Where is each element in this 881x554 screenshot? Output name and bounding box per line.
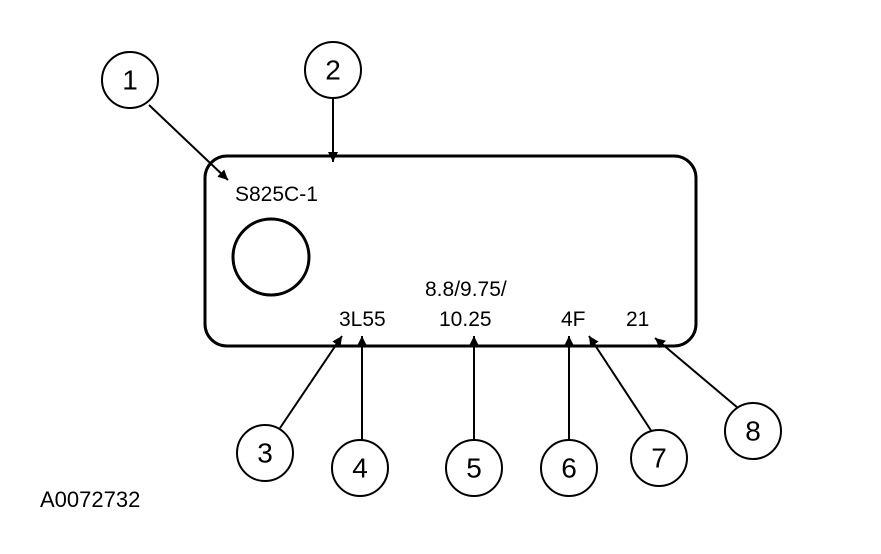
callout-5: 5 <box>445 439 503 497</box>
ratio-line2-text: 10.25 <box>439 308 492 331</box>
identification-tag-outline <box>203 154 698 348</box>
ratio-line1-text: 8.8/9.75/ <box>425 278 507 301</box>
leader-arrow-3 <box>279 335 343 429</box>
leader-arrow-7 <box>588 335 653 433</box>
callout-4: 4 <box>331 439 389 497</box>
leader-arrow-1 <box>148 104 229 181</box>
callout-8-number: 8 <box>745 415 761 446</box>
callout-7: 7 <box>630 429 688 487</box>
callout-2-number: 2 <box>325 54 341 85</box>
leader-arrow-8 <box>654 337 739 409</box>
callout-6-number: 6 <box>561 452 577 483</box>
callout-4-number: 4 <box>352 452 368 483</box>
callout-6: 6 <box>540 439 598 497</box>
callout-1-number: 1 <box>122 64 138 95</box>
code-21-text: 21 <box>626 308 649 331</box>
part-number-text: S825C-1 <box>235 183 318 206</box>
figure-id: A0072732 <box>40 487 140 512</box>
code-3l55-text: 3L55 <box>339 308 386 331</box>
callout-1: 1 <box>101 51 159 109</box>
callout-8: 8 <box>724 402 782 460</box>
callout-2: 2 <box>304 41 362 99</box>
callout-7-number: 7 <box>651 442 667 473</box>
callout-3: 3 <box>236 424 294 482</box>
mounting-hole <box>231 217 311 297</box>
code-4f-text: 4F <box>561 308 586 331</box>
callout-3-number: 3 <box>257 437 273 468</box>
callout-5-number: 5 <box>466 452 482 483</box>
